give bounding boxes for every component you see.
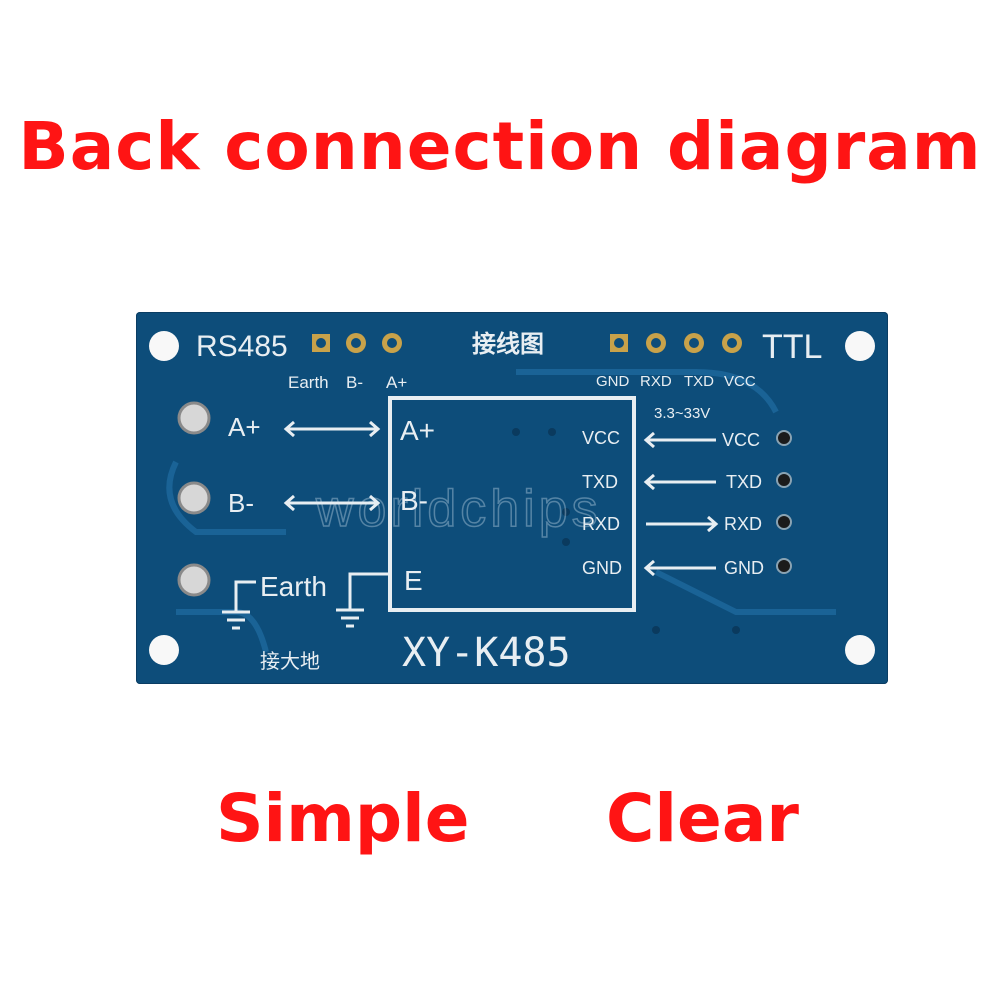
model-label: XY-K485 (402, 630, 571, 676)
box-pin-label: A+ (400, 415, 435, 446)
right-pin-label: VCC (722, 430, 760, 450)
box-pin-label: E (404, 565, 423, 596)
right-pin-labels: VCC TXD RXD GND (722, 430, 764, 578)
bidirectional-arrows (283, 420, 381, 512)
terminal-label: B- (228, 488, 254, 518)
rs485-pin-label: B- (346, 373, 363, 392)
box-pin-label: VCC (582, 428, 620, 448)
box-pin-label: GND (582, 558, 622, 578)
box-pin-label: RXD (582, 514, 620, 534)
right-pin-label: GND (724, 558, 764, 578)
ttl-header-pins (610, 333, 742, 353)
box-pin-label: B- (400, 485, 428, 516)
ttl-pin-label: VCC (724, 373, 756, 390)
vias (512, 428, 740, 634)
right-solder-pads (776, 430, 792, 574)
ground-cn-label: 接大地 (260, 650, 320, 673)
ground-icon (222, 572, 392, 630)
tagline-simple: Simple (216, 780, 470, 857)
terminal-labels: A+ B- Earth (228, 412, 327, 602)
tagline-clear: Clear (606, 780, 799, 857)
ttl-pin-label: TXD (684, 373, 714, 390)
rs485-pin-label: Earth (288, 373, 329, 392)
pcb-artwork: RS485 TTL 接线图 Earth B- A+ GND RXD TXD VC (149, 328, 875, 676)
ttl-pin-label: RXD (640, 373, 672, 390)
ttl-pin-labels: GND RXD TXD VCC (596, 373, 756, 390)
screw-terminals (177, 401, 211, 597)
rs485-pin-labels: Earth B- A+ (288, 373, 407, 392)
rs485-pin-label: A+ (386, 373, 407, 392)
box-left-labels: A+ B- E (400, 415, 435, 596)
rs485-label: RS485 (196, 330, 288, 363)
box-right-labels: VCC TXD RXD GND (582, 428, 622, 578)
right-pin-label: TXD (726, 472, 762, 492)
mounting-holes (149, 331, 875, 665)
terminal-label: A+ (228, 412, 261, 442)
watermark: worldchips (315, 480, 602, 538)
right-pin-label: RXD (724, 514, 762, 534)
voltage-label: 3.3~33V (654, 405, 710, 422)
wiring-diagram-cn-label: 接线图 (472, 331, 544, 358)
pcb-board: RS485 TTL 接线图 Earth B- A+ GND RXD TXD VC (136, 312, 888, 684)
box-pin-label: TXD (582, 472, 618, 492)
ttl-pin-label: GND (596, 373, 630, 390)
headline: Back connection diagram (18, 108, 982, 185)
rs485-header-pins (312, 333, 402, 353)
terminal-label: Earth (260, 571, 327, 602)
signal-arrows (643, 431, 719, 577)
module-outline (388, 396, 636, 612)
ttl-label: TTL (762, 328, 822, 366)
